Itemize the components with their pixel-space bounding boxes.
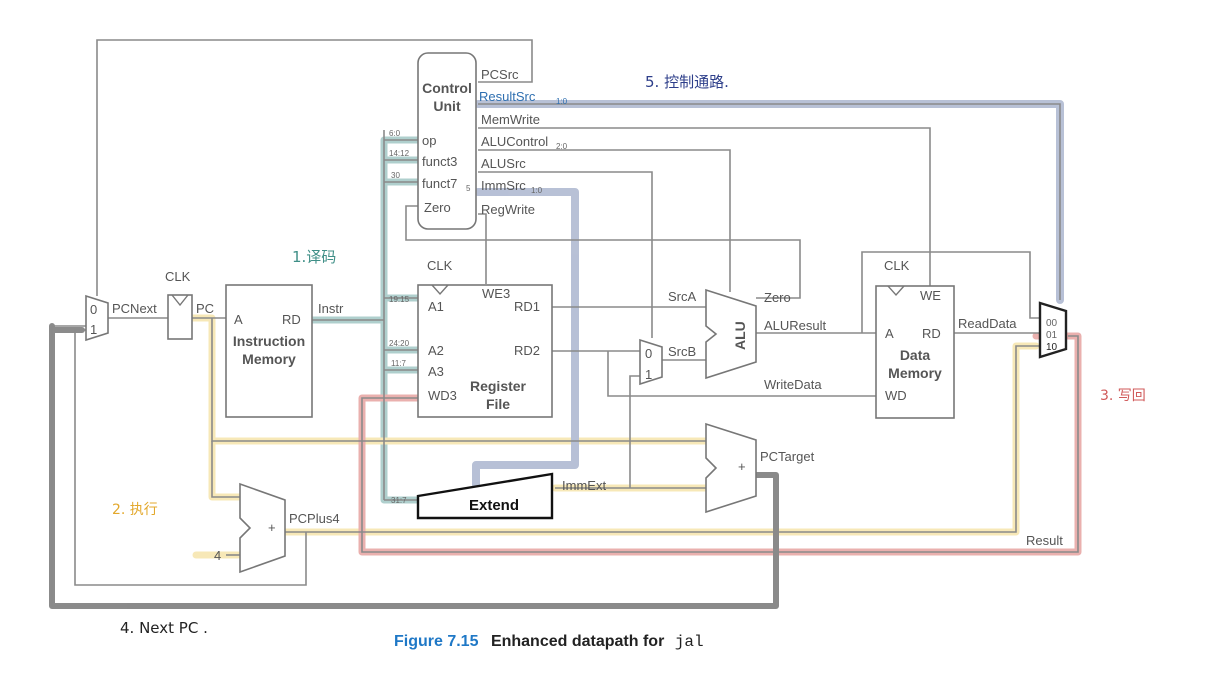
imem-a-label: A bbox=[234, 312, 243, 327]
bits-a3: 11:7 bbox=[391, 359, 407, 368]
pctarget-adder: + bbox=[705, 422, 757, 514]
bits-a2: 24:20 bbox=[389, 339, 410, 348]
rf-wd3-label: WD3 bbox=[428, 388, 457, 403]
pc-mux-in0: 0 bbox=[90, 302, 97, 317]
nextpc-annotation: 4. Next PC . bbox=[120, 619, 208, 637]
control-unit-title-1: Control bbox=[422, 80, 472, 96]
dmem-clk-label: CLK bbox=[884, 258, 910, 273]
readdata-label: ReadData bbox=[958, 316, 1017, 331]
dmem-title-1: Data bbox=[900, 347, 931, 363]
extend-unit: Extend bbox=[416, 472, 554, 520]
bits-funct7: 30 bbox=[391, 171, 400, 180]
pc-clk-label: CLK bbox=[165, 269, 191, 284]
pctarget-label: PCTarget bbox=[760, 449, 815, 464]
immext-label: ImmExt bbox=[562, 478, 606, 493]
zero-label: Zero bbox=[764, 290, 791, 305]
immsrc-label: ImmSrc bbox=[481, 178, 526, 193]
register-file: CLK WE3 A1 A2 A3 WD3 RD1 RD2 Register Fi… bbox=[417, 258, 553, 418]
bits-op: 6:0 bbox=[389, 129, 401, 138]
pcplus4-plus: + bbox=[268, 520, 276, 535]
extend-label: Extend bbox=[469, 497, 519, 514]
writedata-label: WriteData bbox=[764, 377, 822, 392]
bits-funct3: 14:12 bbox=[389, 149, 410, 158]
funct3-label: funct3 bbox=[422, 154, 457, 169]
srca-label: SrcA bbox=[668, 289, 697, 304]
control-unit: Control Unit op funct3 funct7 5 Zero PCS… bbox=[417, 52, 568, 230]
figure-caption: Figure 7.15 Enhanced datapath for jal bbox=[394, 633, 704, 651]
aluresult-label: ALUResult bbox=[764, 318, 827, 333]
imem-title-1: Instruction bbox=[233, 333, 305, 349]
pc-register: CLK bbox=[165, 269, 193, 340]
control-annotation: 5. 控制通路. bbox=[645, 73, 729, 91]
immsrc-subscript: 1:0 bbox=[531, 186, 543, 195]
imem-title-2: Memory bbox=[242, 351, 296, 367]
pc-mux: 0 1 bbox=[85, 294, 109, 342]
writeback-annotation: 3. 写回 bbox=[1100, 388, 1146, 404]
zero-input-label: Zero bbox=[424, 200, 451, 215]
data-memory: CLK WE A RD Data Memory WD bbox=[875, 258, 955, 419]
instruction-memory: A RD Instruction Memory bbox=[225, 284, 313, 418]
rf-a2-label: A2 bbox=[428, 343, 444, 358]
pcsrc-label: PCSrc bbox=[481, 67, 519, 82]
bits-a1: 19:15 bbox=[389, 295, 410, 304]
alucontrol-subscript: 2:0 bbox=[556, 142, 568, 151]
pcplus4-adder: + bbox=[239, 482, 286, 574]
alu-label: ALU bbox=[732, 321, 748, 350]
alusrc-label: ALUSrc bbox=[481, 156, 526, 171]
imem-rd-label: RD bbox=[282, 312, 301, 327]
execute-annotation: 2. 执行 bbox=[112, 502, 158, 518]
rf-rd2-label: RD2 bbox=[514, 343, 540, 358]
dmem-title-2: Memory bbox=[888, 365, 942, 381]
instr-label: Instr bbox=[318, 301, 344, 316]
bit-field-tags: 6:0 14:12 30 19:15 24:20 11:7 31:7 bbox=[389, 129, 410, 505]
pctarget-plus: + bbox=[738, 459, 746, 474]
result-mux: 00 01 10 bbox=[1038, 301, 1068, 359]
four-label: 4 bbox=[214, 548, 221, 563]
pc-label: PC bbox=[196, 301, 214, 316]
op-label: op bbox=[422, 133, 436, 148]
caption-code: jal bbox=[675, 633, 704, 651]
dmem-a-label: A bbox=[885, 326, 894, 341]
decode-annotation: 1.译码 bbox=[292, 248, 336, 266]
regwrite-label: RegWrite bbox=[481, 202, 535, 217]
memwrite-label: MemWrite bbox=[481, 112, 540, 127]
dmem-wd-label: WD bbox=[885, 388, 907, 403]
rf-title-1: Register bbox=[470, 378, 527, 394]
pcnext-label: PCNext bbox=[112, 301, 157, 316]
control-unit-title-2: Unit bbox=[433, 98, 461, 114]
result-mux-in00: 00 bbox=[1046, 318, 1058, 329]
funct7-label: funct7 bbox=[422, 176, 457, 191]
bits-imm: 31:7 bbox=[391, 496, 407, 505]
result-label: Result bbox=[1026, 533, 1063, 548]
datapath-wires bbox=[51, 39, 1079, 607]
resultsrc-label: ResultSrc bbox=[479, 89, 536, 104]
srcb-mux-in0: 0 bbox=[645, 346, 652, 361]
dmem-rd-label: RD bbox=[922, 326, 941, 341]
srcb-mux: 0 1 bbox=[639, 338, 663, 386]
funct7-subscript: 5 bbox=[466, 184, 471, 193]
dmem-we-label: WE bbox=[920, 288, 941, 303]
rf-a1-label: A1 bbox=[428, 299, 444, 314]
result-mux-in01: 01 bbox=[1046, 330, 1058, 341]
rf-a3-label: A3 bbox=[428, 364, 444, 379]
rf-clk-label: CLK bbox=[427, 258, 453, 273]
rf-title-2: File bbox=[486, 396, 510, 412]
alu: ALU bbox=[705, 288, 757, 380]
srcb-mux-in1: 1 bbox=[645, 367, 652, 382]
srcb-label: SrcB bbox=[668, 344, 696, 359]
rf-rd1-label: RD1 bbox=[514, 299, 540, 314]
caption-text: Enhanced datapath for bbox=[491, 633, 664, 650]
pc-mux-in1: 1 bbox=[90, 322, 97, 337]
result-mux-in10: 10 bbox=[1046, 342, 1058, 353]
rf-we3-label: WE3 bbox=[482, 286, 510, 301]
caption-figure-number: Figure 7.15 bbox=[394, 633, 479, 650]
alucontrol-label: ALUControl bbox=[481, 134, 548, 149]
pcplus4-label: PCPlus4 bbox=[289, 511, 340, 526]
resultsrc-subscript: 1:0 bbox=[556, 97, 568, 106]
